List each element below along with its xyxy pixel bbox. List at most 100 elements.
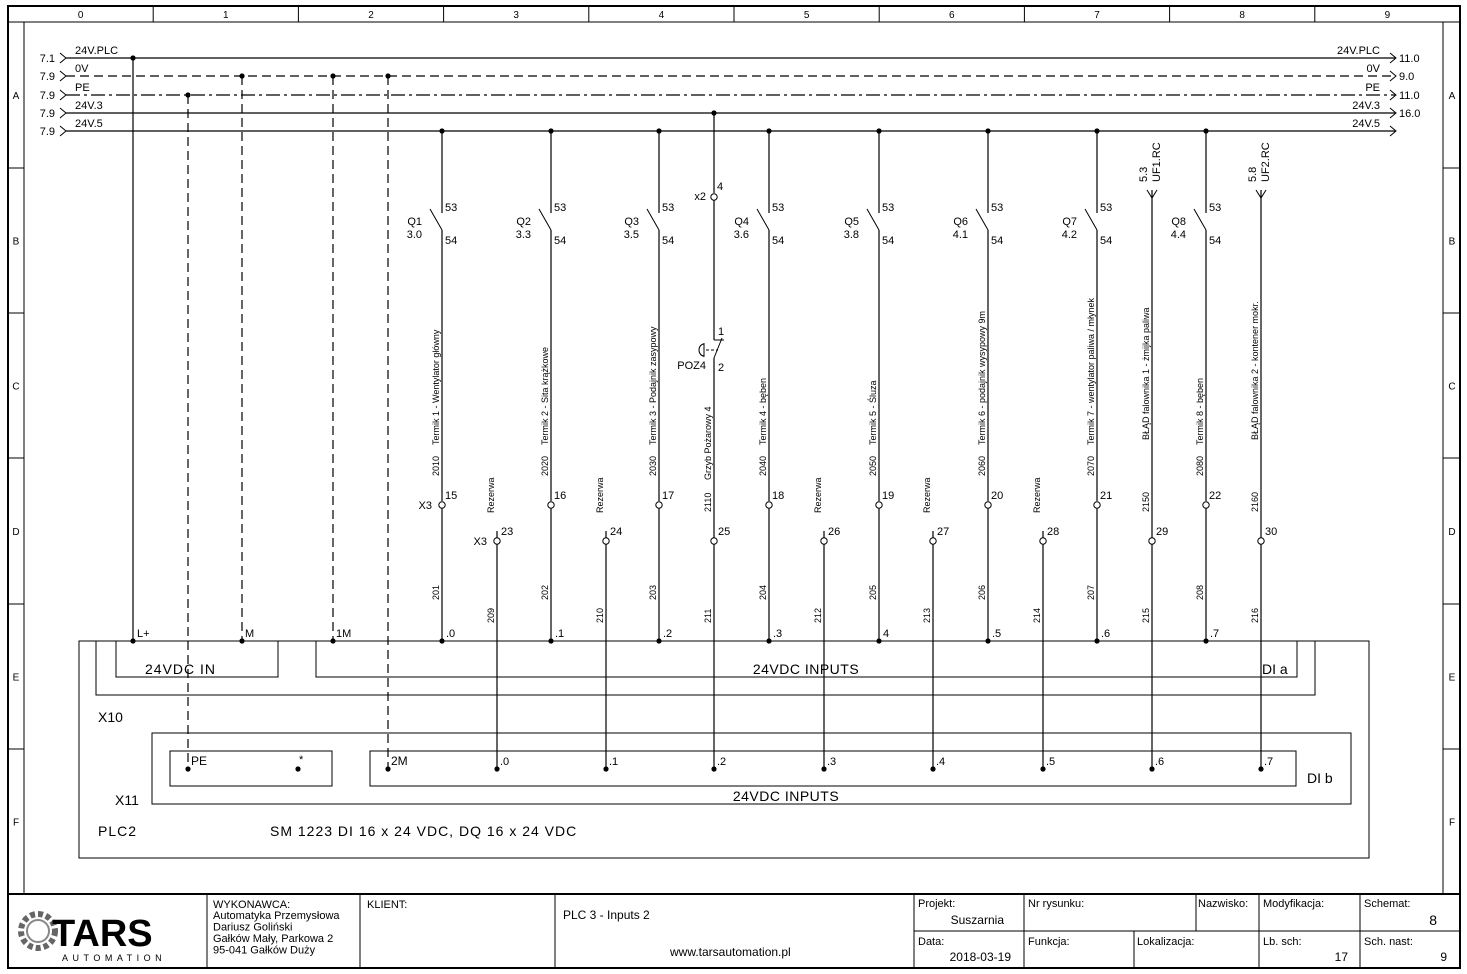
bus-source-ref: 7.9 (40, 90, 55, 102)
wire-number: 216 (1250, 608, 1260, 623)
row-label-right: B (1449, 237, 1456, 248)
cross-reference: 5.3 (1138, 167, 1150, 182)
gear-ring (26, 919, 50, 943)
contact-terminal-in: 53 (1100, 202, 1112, 214)
device-label: Q2 (516, 216, 531, 228)
contact-q6 (975, 208, 989, 231)
plc-input-label: .5 (992, 628, 1001, 640)
contact-terminal-out: 54 (882, 235, 894, 247)
contact-terminal-out: 54 (445, 235, 457, 247)
plc-input-label: .0 (500, 756, 509, 768)
signal-reference: UF1.RC (1151, 142, 1163, 182)
contact-q2 (538, 208, 552, 231)
contact-terminal-in: 1 (718, 326, 724, 338)
device-ref: 4.2 (1062, 229, 1077, 241)
bus-in-arrow-icon (59, 52, 67, 64)
wire-number: 202 (540, 585, 550, 600)
next-sheet-label: Sch. nast: (1364, 936, 1413, 948)
contact-terminal-out: 2 (718, 362, 724, 374)
date-label: Data: (918, 936, 944, 948)
wire-number: 204 (758, 585, 768, 600)
plc-input-dot (494, 766, 500, 772)
input-description: Termik 6 - podajnik wysypowy 9m (977, 311, 987, 445)
terminal-1m-label: 1M (336, 628, 351, 640)
bus-source-ref: 7.1 (40, 53, 55, 65)
contact-terminal-in: 53 (772, 202, 784, 214)
terminal-circle (547, 501, 555, 509)
column-label: 7 (1094, 10, 1100, 21)
terminal-number: 22 (1209, 490, 1221, 502)
terminal-number: 17 (662, 490, 674, 502)
module-model-label: SM 1223 DI 16 x 24 VDC, DQ 16 x 24 VDC (270, 823, 577, 839)
device-ref: 3.6 (734, 229, 749, 241)
terminal-2m-label: 2M (391, 754, 408, 768)
sheet-count-label: Lb. sch: (1263, 936, 1302, 948)
plc-input-label: .6 (1101, 628, 1110, 640)
terminal-number: 23 (501, 526, 513, 538)
x10-connector-box (95, 640, 1316, 696)
device-label: Q3 (624, 216, 639, 228)
bus-out-arrow-icon (1389, 125, 1397, 137)
wire-number: 2150 (1141, 492, 1151, 512)
device-ref: 3.0 (407, 229, 422, 241)
contact-q7 (1084, 208, 1098, 231)
reserve-label: Rezerwa (595, 477, 605, 513)
column-label: 8 (1239, 10, 1245, 21)
device-ref: 4.1 (953, 229, 968, 241)
input-description: BŁĄD falownika 2 - kontener mokr. (1250, 301, 1260, 440)
bus-label-right: 0V (1367, 63, 1381, 75)
reserve-label: Rezerwa (486, 477, 496, 513)
power-input-block (115, 640, 279, 678)
plc-input-label: .5 (1046, 756, 1055, 768)
input-description: Termik 2 - Sita krążkowe (540, 347, 550, 445)
plc-input-dot (711, 766, 717, 772)
inputs-a-label: 24VDC INPUTS (753, 661, 859, 677)
terminal-m-label: M (245, 628, 254, 640)
contact-q3 (646, 208, 660, 231)
wire-number: 205 (868, 585, 878, 600)
terminal-circle (710, 537, 718, 545)
bus-target-ref: 11.0 (1399, 53, 1420, 65)
input-description: Termik 3 - Podajnik zasypowy (648, 326, 658, 445)
plc-input-label: .7 (1210, 628, 1219, 640)
mushroom-button-icon (698, 343, 705, 357)
schema-label: Schemat: (1364, 898, 1410, 910)
reserve-label: Rezerwa (1032, 477, 1042, 513)
junction-dot (330, 638, 336, 644)
contact-terminal-out: 54 (662, 235, 674, 247)
terminal-circle (820, 537, 828, 545)
name-label: Nazwisko: (1198, 898, 1248, 910)
wire-number: 211 (703, 609, 713, 623)
wire-number: 2020 (540, 456, 550, 476)
plc-input-label: .7 (1264, 756, 1273, 768)
plc-label: PLC2 (98, 823, 137, 839)
client-label: KLIENT: (367, 899, 407, 911)
wire-number: 2040 (758, 456, 768, 476)
row-label-right: C (1448, 382, 1455, 393)
bus-target-ref: 16.0 (1399, 108, 1420, 120)
pe-block (169, 750, 333, 787)
terminal-circle (602, 537, 610, 545)
column-label: 5 (804, 10, 810, 21)
plc-input-label: .3 (773, 628, 782, 640)
bus-source-ref: 7.9 (40, 108, 55, 120)
plc-input-dot (821, 766, 827, 772)
inputs-a-block (315, 640, 1298, 678)
bus-label-left: PE (75, 82, 90, 94)
wire-number: 2010 (431, 456, 441, 476)
sheet-count-value: 17 (1335, 950, 1349, 964)
bus-target-ref: 11.0 (1399, 90, 1420, 102)
plc-input-label: .1 (609, 756, 618, 768)
contact-terminal-in: 53 (445, 202, 457, 214)
x11-label: X11 (115, 792, 139, 808)
plc-input-label: .6 (1155, 756, 1164, 768)
terminal-number: 30 (1265, 526, 1277, 538)
bus-out-arrow-icon (1389, 107, 1397, 119)
contact-terminal-out: 54 (772, 235, 784, 247)
plc-input-dot (930, 766, 936, 772)
wire-number: 2110 (703, 493, 713, 512)
wire-number: 2060 (977, 456, 987, 476)
wire-number: 212 (813, 608, 823, 623)
terminal-circle (1093, 501, 1101, 509)
column-label: 9 (1385, 10, 1391, 21)
